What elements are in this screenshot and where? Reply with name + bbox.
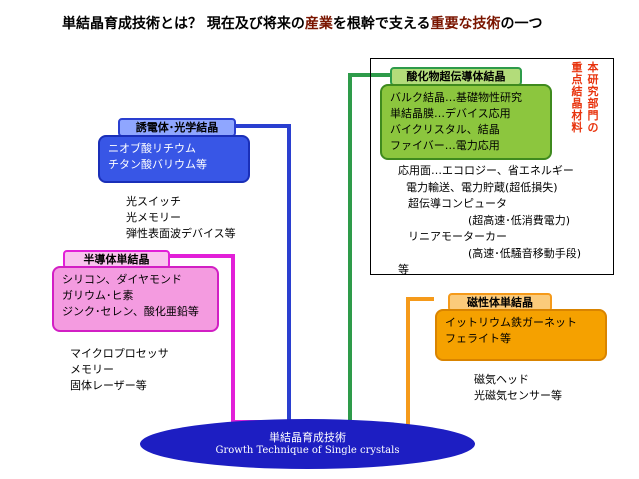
semiconductor-connector-horizontal [168,254,235,258]
superconductor-use: 電力輸送、電力貯蔵(超低損失) [406,180,558,194]
research-note-col2: 重点結晶材料 [571,61,583,134]
magnetic-connector-vertical [406,297,410,425]
magnetic-items-box: イットリウム鉄ガーネット フェライト等 [435,309,607,361]
title-prefix: 単結晶育成技術とは？ 現在及び将来の [62,16,305,32]
dielectric-use: 弾性表面波デバイス等 [126,227,236,240]
dielectric-connector-vertical [287,124,291,421]
superconductor-use: (高速･低騒音移動手段) [468,246,582,260]
superconductor-use: 等 [398,263,409,276]
semiconductor-item: ガリウム･ヒ素 [62,289,134,302]
superconductor-tab-label: 酸化物超伝導体結晶 [406,70,506,83]
superconductor-items-box: バルク結晶…基礎物性研究 単結晶膜…デバイス応用 バイクリスタル、結晶 ファイバ… [380,84,552,160]
semiconductor-item: ジンク･セレン、酸化亜鉛等 [62,305,199,318]
superconductor-connector-horizontal [348,73,394,77]
dielectric-item: ニオブ酸リチウム [108,142,196,155]
magnetic-tab-label: 磁性体単結晶 [467,296,533,309]
semiconductor-item: シリコン、ダイヤモンド [62,273,183,286]
superconductor-item: バルク結晶…基礎物性研究 [390,91,522,104]
superconductor-item: 単結晶膜…デバイス応用 [390,107,511,120]
title-suffix: の一つ [500,16,543,32]
magnetic-connector-horizontal [406,297,434,301]
dielectric-connector-horizontal [232,124,290,128]
title-highlight-technology: 重要な技術 [430,16,501,32]
magnetic-use: 磁気ヘッド [474,373,529,386]
title-mid: を根幹で支える [332,16,431,32]
growth-technique-base: 単結晶育成技術 Growth Technique of Single cryst… [140,419,475,469]
dielectric-uses: 光スイッチ 光メモリー 弾性表面波デバイス等 [126,194,236,242]
dielectric-item: チタン酸バリウム等 [108,158,207,171]
dielectric-items-box: ニオブ酸リチウム チタン酸バリウム等 [98,135,250,183]
semiconductor-tab-label: 半導体単結晶 [83,253,150,266]
semiconductor-use: 固体レーザー等 [70,379,147,392]
page-title: 単結晶育成技術とは？ 現在及び将来の産業を根幹で支える重要な技術の一つ [62,13,632,33]
base-label-en: Growth Technique of Single crystals [215,445,400,456]
superconductor-use: 応用面…エコロジー、省エネルギー [398,164,574,177]
semiconductor-uses: マイクロプロセッサ メモリー 固体レーザー等 [70,346,169,394]
semiconductor-connector-vertical [231,254,235,424]
superconductor-item: バイクリスタル、結晶 [390,123,500,136]
dielectric-use: 光スイッチ [126,195,181,208]
dielectric-use: 光メモリー [126,211,181,224]
superconductor-item: ファイバー…電力応用 [390,139,500,152]
title-highlight-industry: 産業 [304,16,333,32]
superconductor-use: リニアモーターカー [408,230,507,243]
superconductor-use: 超伝導コンピュータ [408,197,507,210]
base-label-jp: 単結晶育成技術 [269,431,346,444]
magnetic-item: イットリウム鉄ガーネット [445,316,577,329]
superconductor-use: (超高速･低消費電力) [468,213,571,227]
dielectric-tab-label: 誘電体･光学結晶 [135,121,219,134]
semiconductor-items-box: シリコン、ダイヤモンド ガリウム･ヒ素 ジンク･セレン、酸化亜鉛等 [52,266,219,332]
superconductor-connector-vertical [348,73,352,423]
magnetic-tab: 磁性体単結晶 [448,293,552,312]
magnetic-use: 光磁気センサー等 [474,389,562,402]
magnetic-uses: 磁気ヘッド 光磁気センサー等 [474,372,562,404]
semiconductor-use: メモリー [70,363,114,376]
research-note-col1: 本研究部門の [587,61,599,134]
magnetic-item: フェライト等 [445,332,511,345]
semiconductor-use: マイクロプロセッサ [70,347,169,360]
superconductor-frame [370,58,614,275]
superconductor-uses: 応用面…エコロジー、省エネルギー 電力輸送、電力貯蔵(超低損失) 超伝導コンピュ… [398,163,581,279]
